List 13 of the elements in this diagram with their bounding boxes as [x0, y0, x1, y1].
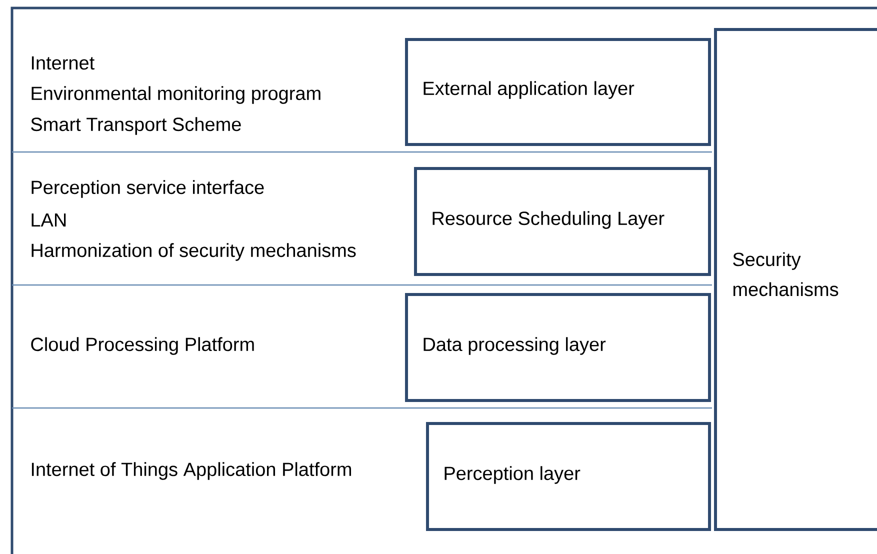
layer-item: Perception service interface — [32, 180, 264, 198]
layer-item: Cloud Processing Platform — [31, 337, 254, 355]
layer-item: Internet — [32, 56, 94, 70]
layer-item: Harmonization of security mechanisms — [32, 243, 356, 261]
layer-item: Environmental monitoring program — [32, 86, 320, 104]
layer-box: External application layer — [405, 38, 711, 146]
layer-item: Smart Transport Scheme — [31, 117, 241, 135]
layer-item: LAN — [32, 213, 66, 227]
layer-box: Data processing layer — [405, 293, 711, 402]
layer-item: Internet of Things Application Platform — [32, 462, 352, 480]
layer-box: Resource Scheduling Layer — [414, 167, 711, 276]
security-box: Security mechanisms — [714, 28, 877, 531]
layer-box: Perception layer — [426, 422, 711, 531]
